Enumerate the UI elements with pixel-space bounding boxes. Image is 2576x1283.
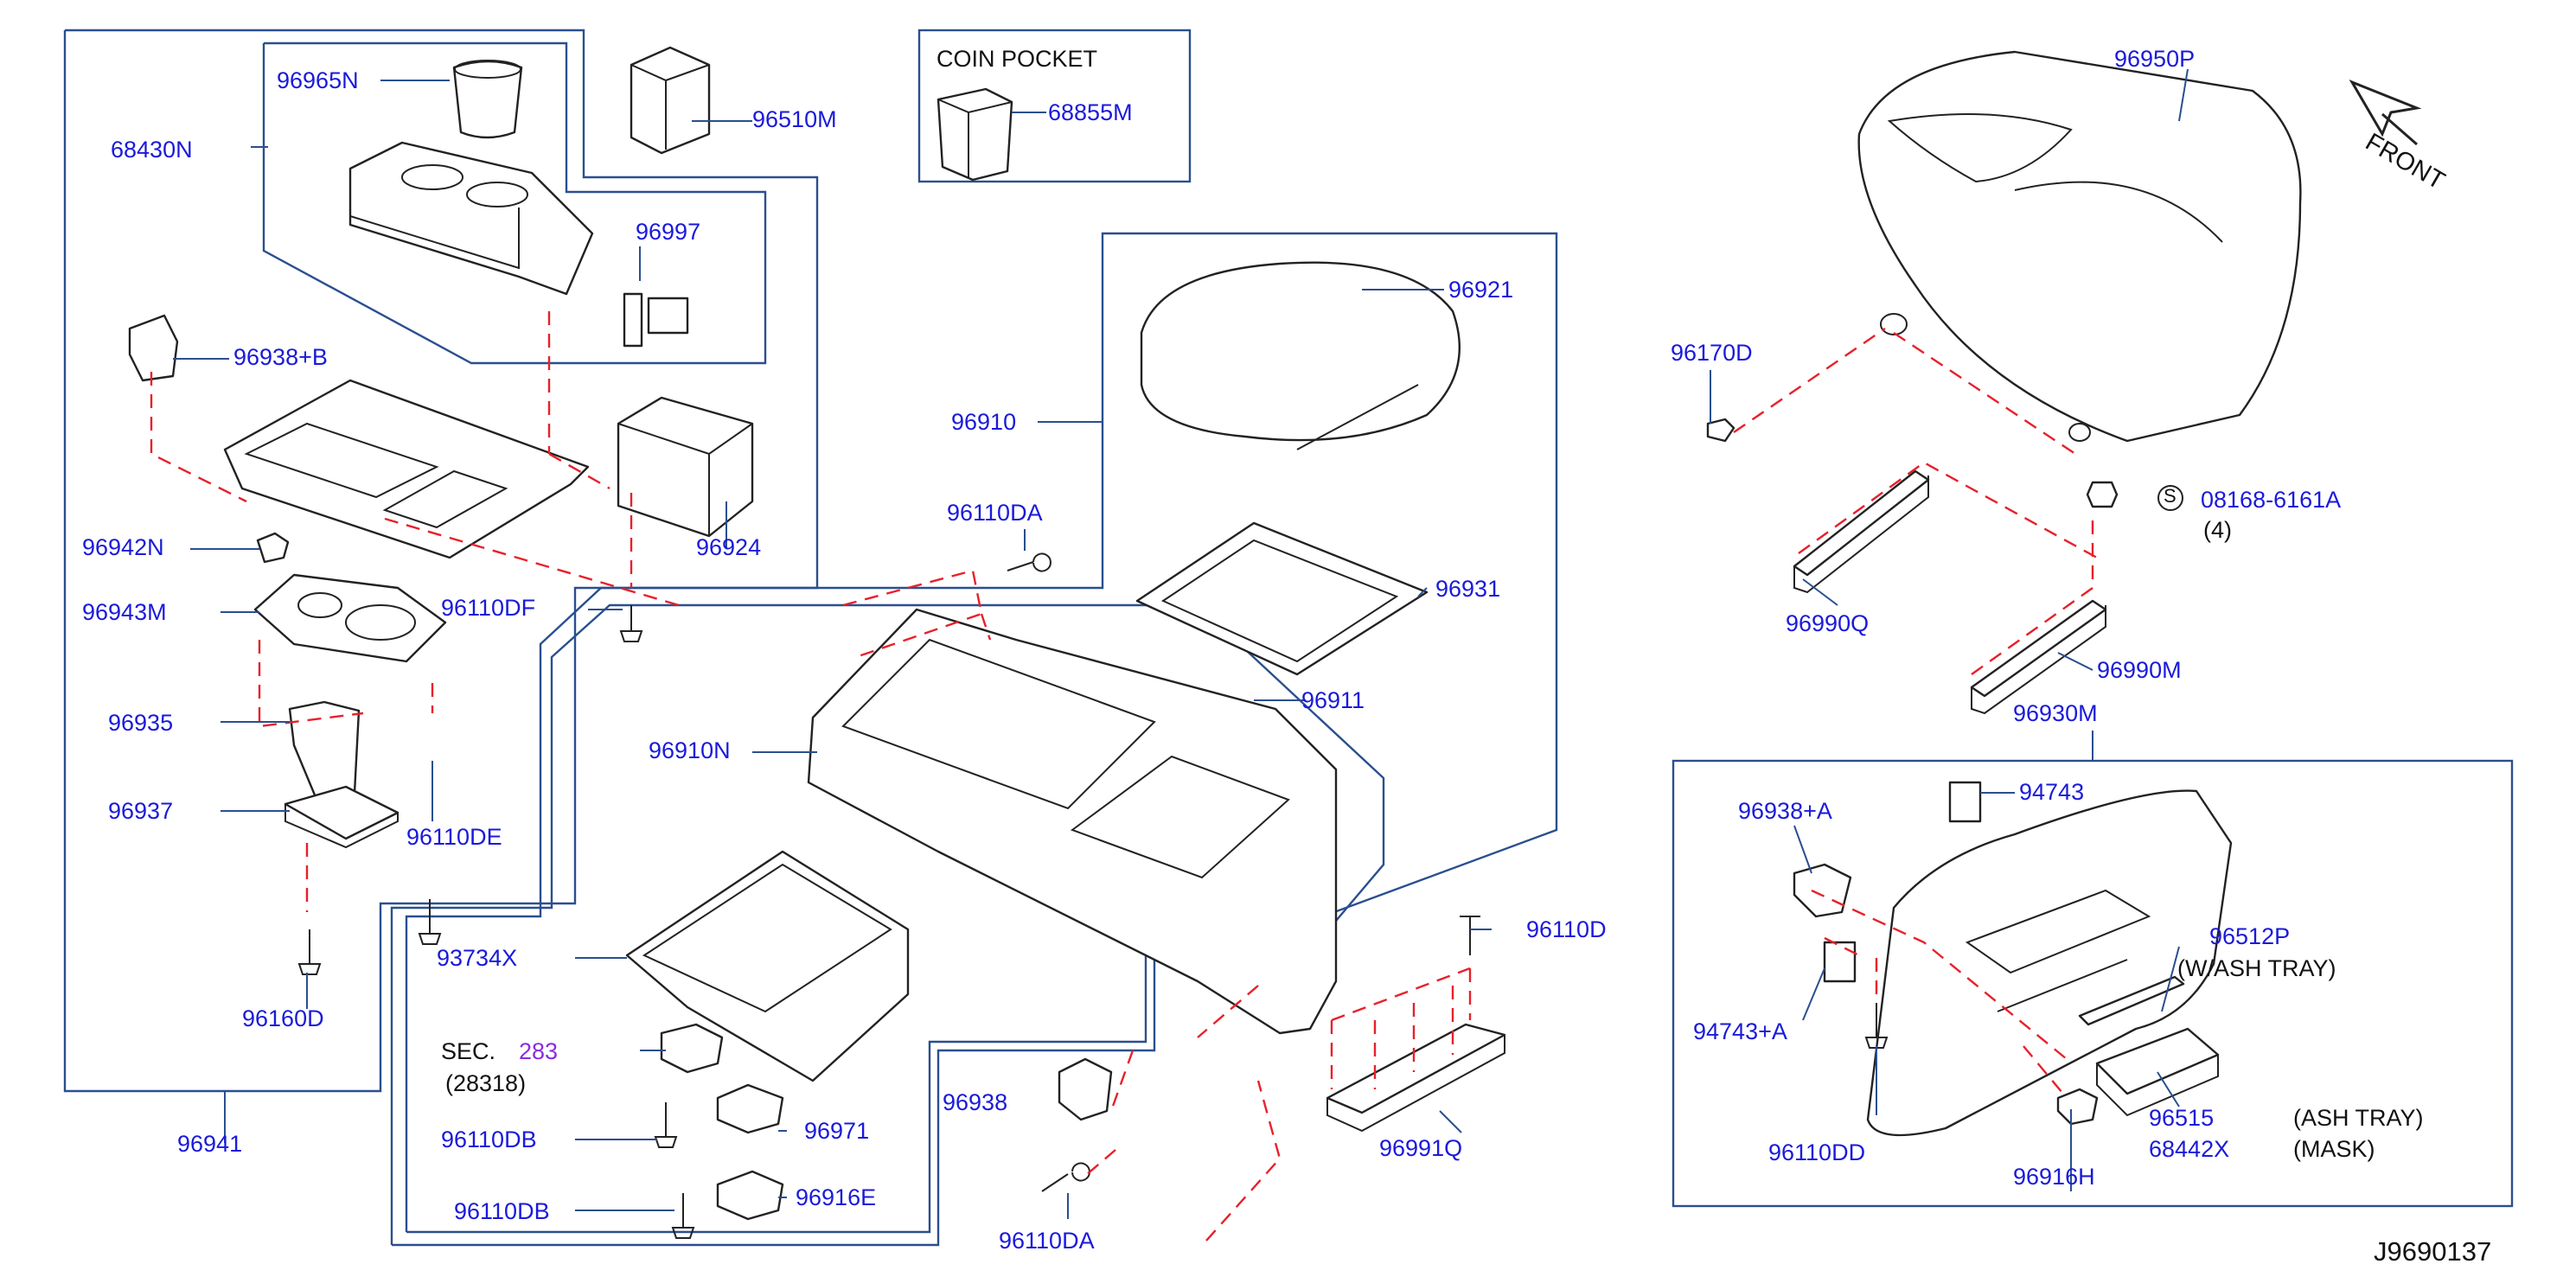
- label-96110DA-bottom: 96110DA: [999, 1228, 1095, 1254]
- label-96515: 96515: [2149, 1105, 2215, 1131]
- label-94743A: 94743+A: [1693, 1018, 1787, 1044]
- label-94743: 94743: [2019, 779, 2085, 805]
- part-drawings: [128, 46, 2422, 1239]
- label-96110D: 96110D: [1526, 916, 1607, 942]
- label-96971: 96971: [804, 1118, 870, 1144]
- label-96991Q: 96991Q: [1379, 1135, 1463, 1161]
- label-96110DE: 96110DE: [406, 824, 502, 850]
- label-96924: 96924: [696, 534, 762, 560]
- label-93734X: 93734X: [437, 945, 518, 971]
- label-68855M: 68855M: [1048, 99, 1133, 125]
- label-96938B: 96938+B: [233, 344, 328, 370]
- label-96110DF: 96110DF: [441, 595, 536, 621]
- label-96110DB-1: 96110DB: [441, 1127, 537, 1152]
- bolt-symbol: S: [2164, 485, 2176, 507]
- label-68430N: 68430N: [111, 137, 193, 163]
- label-96990M: 96990M: [2097, 657, 2182, 683]
- label-96921: 96921: [1448, 277, 1514, 303]
- note-ash-tray-2: (ASH TRAY): [2293, 1105, 2424, 1131]
- label-96990Q: 96990Q: [1786, 610, 1870, 636]
- label-96942N: 96942N: [82, 534, 164, 560]
- label-96910N: 96910N: [649, 737, 731, 763]
- label-96938A: 96938+A: [1738, 798, 1832, 824]
- label-96110DD: 96110DD: [1768, 1139, 1866, 1165]
- label-96512P: 96512P: [2209, 923, 2291, 949]
- bolt-qty: (4): [2203, 517, 2232, 543]
- label-96916H: 96916H: [2013, 1164, 2095, 1190]
- diagram-id: J9690137: [2374, 1236, 2492, 1267]
- note-ash-tray: (W/ASH TRAY): [2177, 955, 2336, 981]
- label-96997: 96997: [636, 219, 701, 245]
- label-96965N: 96965N: [277, 67, 359, 93]
- label-96916E: 96916E: [796, 1184, 877, 1210]
- label-96910: 96910: [951, 409, 1017, 435]
- label-96110DB-2: 96110DB: [454, 1198, 550, 1224]
- label-96941: 96941: [177, 1131, 243, 1157]
- label-96950P: 96950P: [2114, 46, 2196, 72]
- note-mask: (MASK): [2293, 1136, 2375, 1162]
- section-number: 283: [519, 1038, 559, 1064]
- label-96110DA-top: 96110DA: [947, 500, 1043, 526]
- label-96935: 96935: [108, 710, 174, 736]
- section-prefix: SEC.: [441, 1038, 496, 1064]
- section-sub: (28318): [445, 1070, 527, 1096]
- label-96911: 96911: [1301, 687, 1365, 713]
- label-68442X: 68442X: [2149, 1136, 2230, 1162]
- assembly-lines: [150, 311, 2098, 1242]
- label-96937: 96937: [108, 798, 174, 824]
- label-96931: 96931: [1435, 576, 1501, 602]
- label-96943M: 96943M: [82, 599, 167, 625]
- leader-lines: [173, 68, 2189, 1219]
- bolt-part: 08168-6161A: [2201, 487, 2342, 513]
- label-96930M: 96930M: [2013, 700, 2098, 726]
- coin-pocket-title: COIN POCKET: [936, 46, 1098, 72]
- label-96510M: 96510M: [752, 106, 837, 132]
- label-96938: 96938: [943, 1089, 1008, 1115]
- label-96160D: 96160D: [242, 1005, 324, 1031]
- label-96170D: 96170D: [1671, 340, 1753, 366]
